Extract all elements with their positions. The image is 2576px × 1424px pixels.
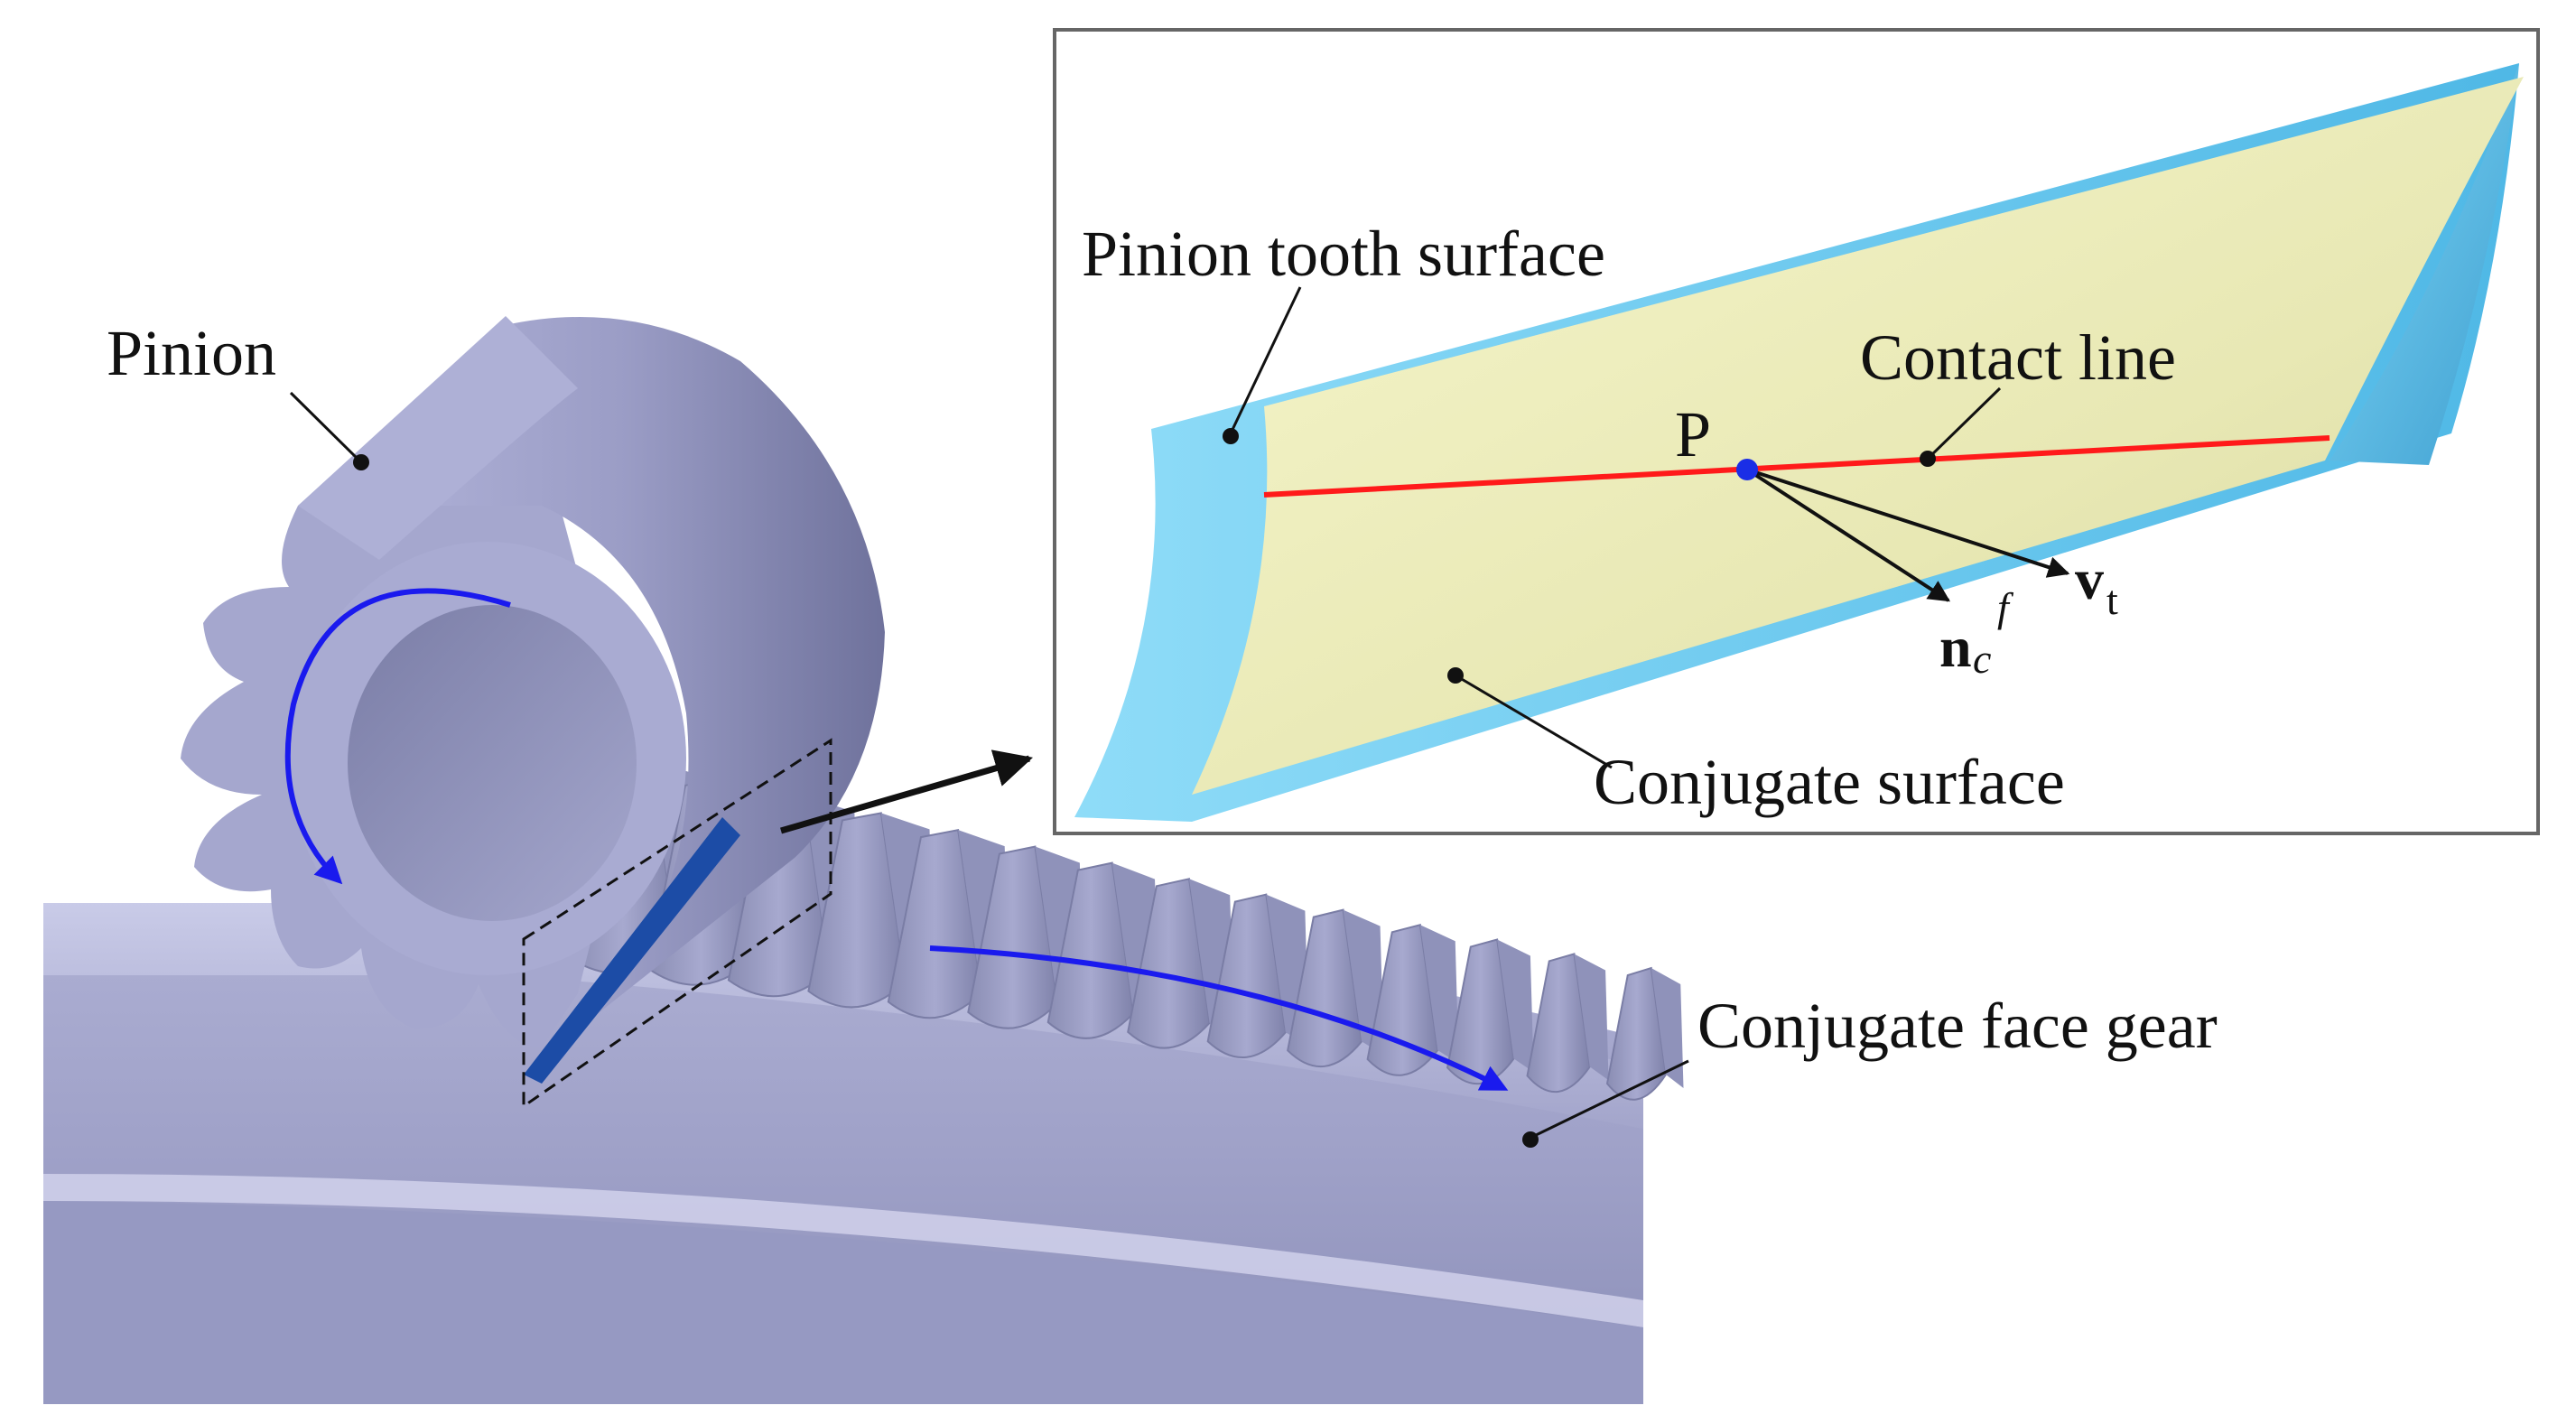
pinion-rotation-arrow [284,588,511,885]
conjugate-surface-dot [1447,667,1464,684]
conjugate-surface-shape [1192,77,2524,795]
face-gear-tooth-flank [1419,925,1459,1065]
vector-v-arrow [1746,468,2070,578]
vector-n-subscript: c [1973,636,1991,682]
pinion-tooth-surface-leader [1229,286,1302,434]
face-gear-tooth [1046,861,1135,1039]
pinion-contact-sliver [524,817,740,1084]
pinion-tooth-surface-label: Pinion tooth surface [1082,218,1605,290]
contact-line-shape [1263,435,2330,498]
pinion-leader-dot [353,454,369,470]
pinion-illustration [181,316,885,1084]
face-gear-rotation-arrow [929,945,1509,1091]
conjugate-face-gear-label: Conjugate face gear [1697,990,2218,1062]
conjugate-face-gear-dot [1522,1131,1539,1148]
pinion-label: Pinion [107,317,276,389]
conjugate-surface-label: Conjugate surface [1594,746,2065,818]
pinion-tooth-surface-dot [1223,428,1239,444]
inset-panel [1053,28,2540,835]
vector-v-subscript: t [2106,577,2118,623]
face-gear-highlight [43,1174,1643,1327]
pinion-bore [348,605,637,921]
vector-n-arrow [1745,468,1951,602]
face-gear-tooth-flank [1651,968,1684,1088]
contact-line-dot [1920,451,1936,467]
face-gear-tooth-flank [1574,954,1609,1081]
contact-line-leader [1926,386,2002,461]
section-plane-outline [522,738,832,1109]
leader-dots [353,428,1936,1148]
vector-v-symbol: v [2075,547,2104,611]
zoom-pointer-arrow [780,749,1034,834]
leader-lines [289,286,2002,1140]
face-gear-tooth [967,845,1059,1029]
pinion-leader [289,391,363,464]
face-gear-illustration [43,759,1684,1404]
face-gear-lower-band [43,1201,1643,1404]
conjugate-face-gear-leader [1530,1059,1689,1140]
face-gear-teeth [567,759,1684,1101]
conjugate-surface-leader [1455,674,1613,769]
point-p-label: P [1675,398,1711,470]
pinion-top-tooth [298,316,578,560]
point-p-marker [1736,459,1758,480]
face-gear-tooth [1526,953,1591,1093]
contact-line-label: Contact line [1860,321,2176,394]
face-gear-tooth-flank [1497,939,1534,1073]
face-gear-tooth-flank [1343,909,1384,1056]
pinion-surface-right-edge [2330,63,2519,465]
vector-n-symbol: n [1939,615,1972,679]
